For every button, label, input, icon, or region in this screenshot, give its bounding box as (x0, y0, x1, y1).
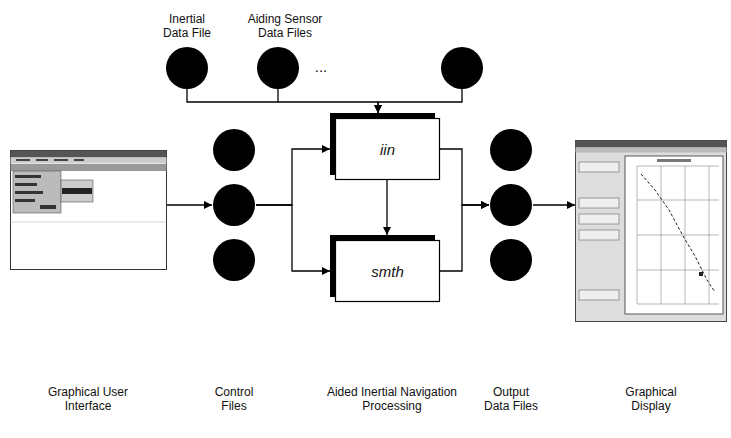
flow-arrow (256, 205, 330, 271)
file-label: Inertial Data File (157, 12, 217, 40)
control-files: Control Files (212, 128, 256, 282)
data-file-node-art (166, 47, 208, 89)
gui-screenshot-art (10, 150, 167, 270)
menu-highlight (62, 188, 92, 194)
stage-label: Aided Inertial Navigation Processing (317, 385, 467, 413)
flow-arrow (440, 205, 489, 271)
data-file-reel (213, 129, 255, 171)
window-frame (576, 141, 727, 322)
process-box: iin (330, 113, 440, 180)
data-file-reel (441, 47, 483, 89)
menu-bar (11, 158, 167, 164)
title-bar (576, 141, 727, 148)
plot-marker (699, 272, 703, 276)
data-file-group: Aiding Sensor Data Files (257, 47, 483, 89)
data-file-reel (257, 47, 299, 89)
menu-item (36, 159, 48, 161)
control-files-art (212, 128, 256, 282)
flow-arrow (440, 149, 489, 205)
plot-trace (641, 174, 715, 292)
menu-item (16, 159, 30, 161)
menu-row (40, 205, 56, 209)
process-name: smth (335, 240, 440, 302)
tool-bar (11, 164, 167, 171)
feed-stub (277, 89, 278, 102)
ellipsis-mark: ... (306, 60, 336, 74)
display-screenshot-art (575, 140, 727, 322)
panel-button (579, 198, 619, 208)
box-outline (336, 241, 440, 302)
sub-menu (61, 180, 93, 202)
panel-button (579, 290, 619, 300)
display-screenshot: Graphical Display (575, 140, 727, 322)
gui-screenshot: Graphical User Interface (10, 150, 167, 270)
plot-grid (637, 166, 719, 304)
data-file-reel (490, 239, 532, 281)
menu-row (15, 199, 35, 202)
drop-menu (13, 171, 61, 213)
box-outline (336, 119, 440, 180)
data-file-reel (490, 129, 532, 171)
panel-button (579, 230, 619, 240)
window-frame (11, 151, 167, 270)
title-bar (11, 151, 167, 158)
data-file-reel (166, 47, 208, 89)
file-label: Aiding Sensor Data Files (240, 12, 330, 40)
panel-line (11, 222, 167, 223)
stage-label: Graphical Display (616, 385, 686, 413)
flow-arrow (187, 89, 378, 113)
menu-item (74, 159, 84, 161)
menu-row (15, 183, 37, 186)
panel-button (579, 214, 619, 224)
data-file-reel (213, 184, 255, 226)
menu-bar (576, 148, 727, 153)
process-box: smth (330, 235, 440, 302)
menu-item (54, 159, 68, 161)
flow-arrow (378, 89, 462, 113)
output-files-art (489, 128, 533, 282)
flow-arrow (256, 149, 330, 205)
flow-arrow (386, 180, 387, 235)
stage-label: Graphical User Interface (38, 385, 138, 413)
process-name: iin (335, 118, 440, 180)
menu-row (15, 191, 43, 194)
stage-label: Control Files (204, 385, 264, 413)
panel-button (579, 162, 619, 172)
output-files: Output Data Files (489, 128, 533, 282)
data-file-reel (213, 239, 255, 281)
data-file-node: Inertial Data File (166, 47, 208, 89)
stage-label: Output Data Files (481, 385, 541, 413)
flow-arrow (533, 204, 575, 205)
plot-title (657, 159, 691, 162)
data-file-group-art (257, 47, 483, 89)
plot-area (625, 156, 723, 314)
menu-row (15, 175, 41, 178)
data-file-reel (490, 184, 532, 226)
flow-arrow (167, 204, 212, 205)
